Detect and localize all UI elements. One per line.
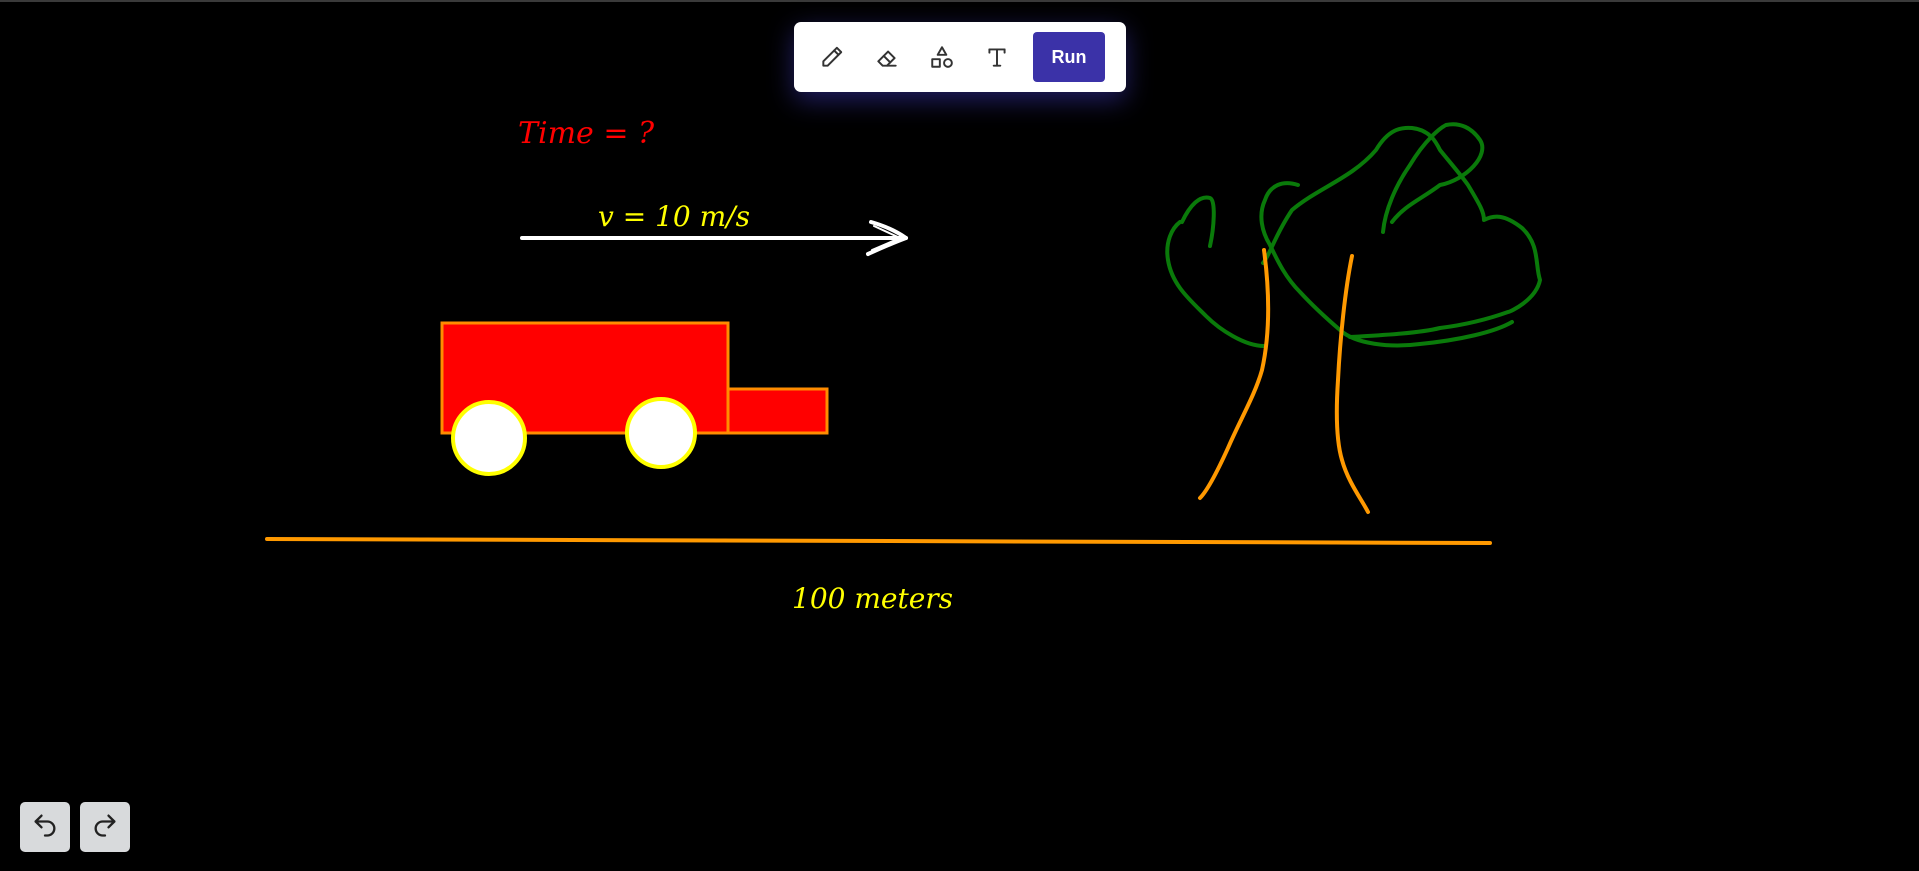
time-label: Time = ? <box>518 116 655 151</box>
undo-button[interactable] <box>20 802 70 852</box>
truck-drawing <box>440 321 829 476</box>
redo-icon <box>91 811 119 843</box>
run-button[interactable]: Run <box>1033 32 1105 82</box>
ground-line <box>265 537 1492 545</box>
truck-wheel-rear <box>451 400 527 476</box>
text-tool[interactable] <box>977 37 1017 77</box>
undo-icon <box>31 811 59 843</box>
tree-drawing <box>1165 122 1542 514</box>
truck-wheel-front <box>625 397 697 469</box>
text-icon <box>984 44 1010 70</box>
pencil-icon <box>819 44 845 70</box>
truck-cab <box>726 387 829 435</box>
eraser-tool[interactable] <box>867 37 907 77</box>
drawing-toolbar: Run <box>794 22 1126 92</box>
tree-canopy <box>1261 125 1542 339</box>
redo-button[interactable] <box>80 802 130 852</box>
tree-trunk-left <box>1198 248 1271 500</box>
tree-trunk-right <box>1334 254 1370 514</box>
velocity-label: v = 10 m/s <box>598 200 750 233</box>
distance-label: 100 meters <box>792 582 954 615</box>
eraser-icon <box>873 44 901 70</box>
shapes-icon <box>929 44 955 70</box>
window-top-border <box>0 0 1919 2</box>
velocity-arrow <box>520 220 908 256</box>
pencil-tool[interactable] <box>812 37 852 77</box>
shapes-tool[interactable] <box>922 37 962 77</box>
